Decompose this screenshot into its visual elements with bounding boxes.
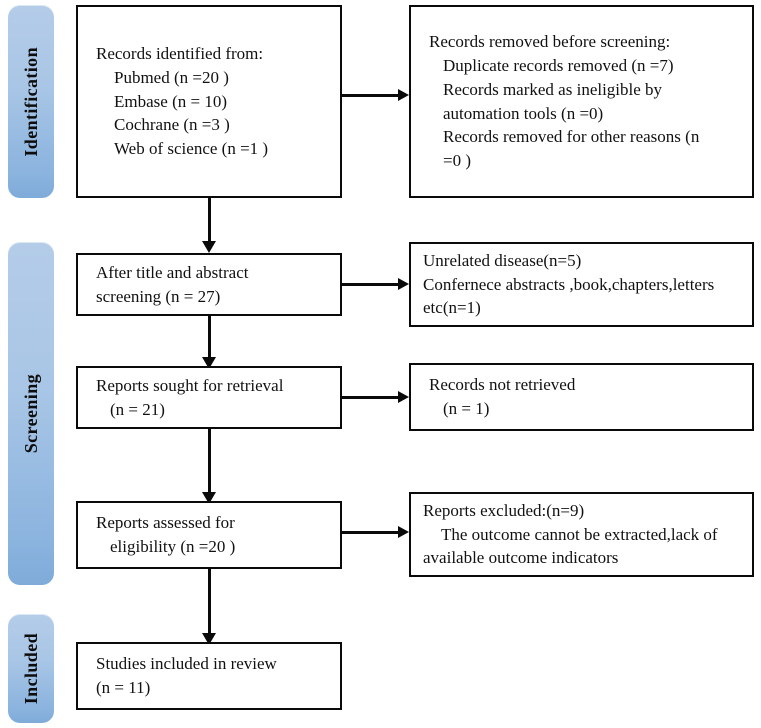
connector-assessed-to-excluded — [342, 531, 399, 534]
records-removed-ineligible-line2: automation tools (n =0) — [443, 103, 604, 123]
connector-screening-to-reports-sought — [208, 316, 211, 360]
reports-excluded-reason-line1: The outcome cannot be extracted,lack of — [441, 524, 718, 544]
records-removed-ineligible-line1: Records marked as ineligible by — [443, 79, 663, 99]
box-reports-sought: Reports sought for retrieval (n = 21) — [76, 366, 342, 429]
reports-sought-line1: Reports sought for retrieval — [96, 375, 284, 395]
studies-included-line2: (n = 11) — [96, 678, 151, 697]
records-not-retrieved-line1: Records not retrieved — [429, 375, 576, 395]
arrowhead-sought-to-not-retrieved — [398, 391, 409, 403]
arrowhead-assessed-to-excluded — [398, 526, 409, 538]
connector-screening-to-excluded — [342, 283, 399, 286]
box-reports-excluded: Reports excluded:(n=9) The outcome canno… — [409, 492, 754, 577]
box-records-not-retrieved: Records not retrieved (n = 1) — [409, 363, 754, 431]
box-after-title-abstract: After title and abstract screening (n = … — [76, 253, 342, 316]
reports-assessed-line1: Reports assessed for — [96, 513, 235, 533]
connector-identified-to-removed — [342, 94, 399, 97]
after-title-abstract-line1: After title and abstract — [96, 262, 249, 282]
box-studies-included: Studies included in review (n = 11) — [76, 642, 342, 710]
arrowhead-identified-to-screening — [202, 241, 216, 253]
arrowhead-screening-to-excluded — [398, 278, 409, 290]
reports-assessed-line2: eligibility (n =20 ) — [110, 537, 236, 556]
stage-bar-screening: Screening — [8, 242, 54, 585]
records-identified-heading: Records identified from: — [96, 44, 264, 63]
connector-identified-to-screening — [208, 198, 211, 243]
excluded-screening-etc: etc(n=1) — [423, 298, 481, 318]
records-identified-source-cochrane: Cochrane (n =3 ) — [114, 115, 230, 135]
records-identified-source-web-of-science: Web of science (n =1 ) — [114, 139, 269, 159]
records-removed-duplicates: Duplicate records removed (n =7) — [443, 55, 674, 75]
box-reports-assessed: Reports assessed for eligibility (n =20 … — [76, 501, 342, 569]
stage-label-screening: Screening — [20, 373, 41, 454]
records-identified-source-pubmed: Pubmed (n =20 ) — [114, 67, 229, 87]
excluded-screening-unrelated-disease: Unrelated disease(n=5) — [423, 250, 582, 270]
box-records-removed: Records removed before screening: Duplic… — [409, 5, 754, 198]
stage-bar-included: Included — [8, 614, 54, 723]
box-records-identified: Records identified from: Pubmed (n =20 )… — [76, 5, 342, 198]
records-removed-other-line1: Records removed for other reasons (n — [443, 127, 700, 147]
box-excluded-screening: Unrelated disease(n=5) Confernece abstra… — [409, 242, 754, 327]
stage-label-identification: Identification — [20, 46, 41, 157]
records-removed-other-line2: =0 ) — [443, 151, 471, 171]
connector-sought-to-assessed — [208, 429, 211, 494]
studies-included-line1: Studies included in review — [96, 654, 277, 674]
records-identified-source-embase: Embase (n = 10) — [114, 91, 227, 111]
excluded-screening-abstracts: Confernece abstracts ,book,chapters,lett… — [423, 274, 715, 294]
stage-bar-identification: Identification — [8, 5, 54, 198]
after-title-abstract-line2: screening (n = 27) — [96, 286, 221, 306]
connector-sought-to-not-retrieved — [342, 396, 399, 399]
reports-sought-line2: (n = 21) — [110, 399, 165, 419]
reports-excluded-reason-line2: available outcome indicators — [423, 548, 619, 568]
connector-assessed-to-included — [208, 569, 211, 635]
records-removed-heading: Records removed before screening: — [429, 32, 671, 52]
reports-excluded-heading: Reports excluded:(n=9) — [423, 500, 585, 520]
stage-label-included: Included — [20, 632, 41, 705]
records-not-retrieved-line2: (n = 1) — [443, 399, 490, 418]
arrowhead-identified-to-removed — [398, 89, 409, 101]
